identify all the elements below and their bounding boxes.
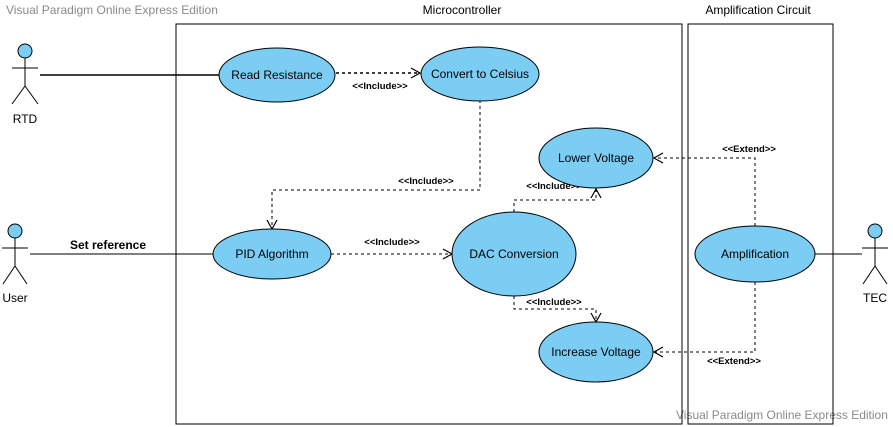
usecase-convert-to-celsius[interactable]: Convert to Celsius bbox=[420, 46, 540, 102]
usecase-increase-voltage[interactable]: Increase Voltage bbox=[538, 321, 654, 383]
extend-amplification-lower bbox=[652, 152, 756, 226]
actor-user[interactable]: User bbox=[2, 223, 28, 305]
include-convert-pid bbox=[266, 100, 481, 231]
svg-text:Read Resistance: Read Resistance bbox=[231, 68, 323, 82]
actor-rtd-label: RTD bbox=[13, 112, 38, 126]
system-label-microcontroller: Microcontroller bbox=[423, 3, 502, 17]
include-label-dac: <<Include>> bbox=[364, 237, 420, 248]
svg-text:PID Algorithm: PID Algorithm bbox=[235, 247, 308, 261]
actor-tec-label: TEC bbox=[863, 291, 887, 305]
usecase-read-resistance[interactable]: Read Resistance bbox=[218, 47, 336, 103]
svg-text:Amplification: Amplification bbox=[721, 247, 789, 261]
svg-text:Lower Voltage: Lower Voltage bbox=[558, 151, 634, 165]
extend-amplification-increase bbox=[652, 282, 756, 358]
include-dac-increase bbox=[513, 296, 602, 324]
svg-text:Convert to Celsius: Convert to Celsius bbox=[431, 67, 529, 81]
svg-text:Increase Voltage: Increase Voltage bbox=[551, 345, 641, 359]
include-label-increase: <<Include>> bbox=[526, 297, 582, 308]
extend-label-lower: <<Extend>> bbox=[722, 144, 776, 155]
watermark-bottom: Visual Paradigm Online Express Edition bbox=[676, 408, 888, 422]
include-label-convert: <<Include>> bbox=[352, 81, 408, 92]
system-boundary-amplification bbox=[687, 23, 834, 425]
actor-user-head-icon bbox=[7, 223, 23, 239]
usecase-dac-conversion[interactable]: DAC Conversion bbox=[451, 211, 577, 297]
include-dac-lower bbox=[513, 187, 602, 212]
extend-label-increase: <<Extend>> bbox=[707, 356, 761, 367]
usecase-lower-voltage[interactable]: Lower Voltage bbox=[538, 127, 654, 189]
system-label-amplification: Amplification Circuit bbox=[705, 3, 811, 17]
actor-tec[interactable]: TEC bbox=[862, 223, 888, 305]
set-reference-label: Set reference bbox=[70, 238, 146, 252]
actor-rtd[interactable]: RTD bbox=[11, 43, 39, 126]
actor-rtd-head-icon bbox=[17, 43, 33, 59]
include-label-pid: <<Include>> bbox=[398, 176, 454, 187]
actor-user-label: User bbox=[2, 291, 27, 305]
watermark-top: Visual Paradigm Online Express Edition bbox=[6, 3, 218, 17]
usecase-amplification[interactable]: Amplification bbox=[694, 225, 816, 283]
usecase-pid-algorithm[interactable]: PID Algorithm bbox=[212, 228, 332, 280]
svg-text:DAC Conversion: DAC Conversion bbox=[469, 247, 558, 261]
system-boundary-microcontroller bbox=[175, 23, 683, 425]
include-label-lower: <<Include>> bbox=[526, 181, 582, 192]
actor-tec-head-icon bbox=[867, 223, 883, 239]
